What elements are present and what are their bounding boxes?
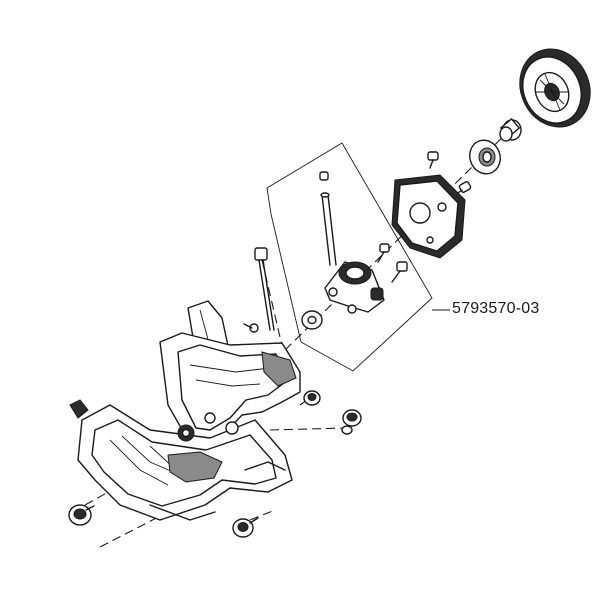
pump-seal-washer: [301, 310, 323, 330]
pump-cover-plate: [391, 174, 466, 259]
part-number-label: 5793570-03: [452, 300, 540, 317]
oil-pump-body: [324, 261, 385, 314]
long-mounting-bolt: [254, 247, 275, 331]
clutch-drum: [519, 48, 591, 128]
cover-screw-top: [427, 151, 439, 169]
pump-shaft-pin: [319, 171, 337, 266]
housing-screw-right: [341, 409, 362, 435]
adjuster-screw-1: [377, 243, 390, 263]
assembly-callout-frame: [266, 142, 433, 372]
assembly-axis-main: [284, 129, 511, 351]
housing-screw-lower-right: [232, 517, 259, 538]
housing-screw-upper: [303, 390, 321, 406]
adjuster-screw-2: [391, 261, 408, 283]
housing-screw-lower-left: [68, 504, 95, 526]
engine-housing: [69, 300, 301, 521]
needle-bushing: [499, 118, 522, 142]
assembly-axis-lower-3: [249, 509, 276, 521]
assembly-axis-right-screw: [269, 427, 346, 431]
thrust-washer: [469, 139, 501, 175]
bracket-screw: [243, 323, 259, 333]
